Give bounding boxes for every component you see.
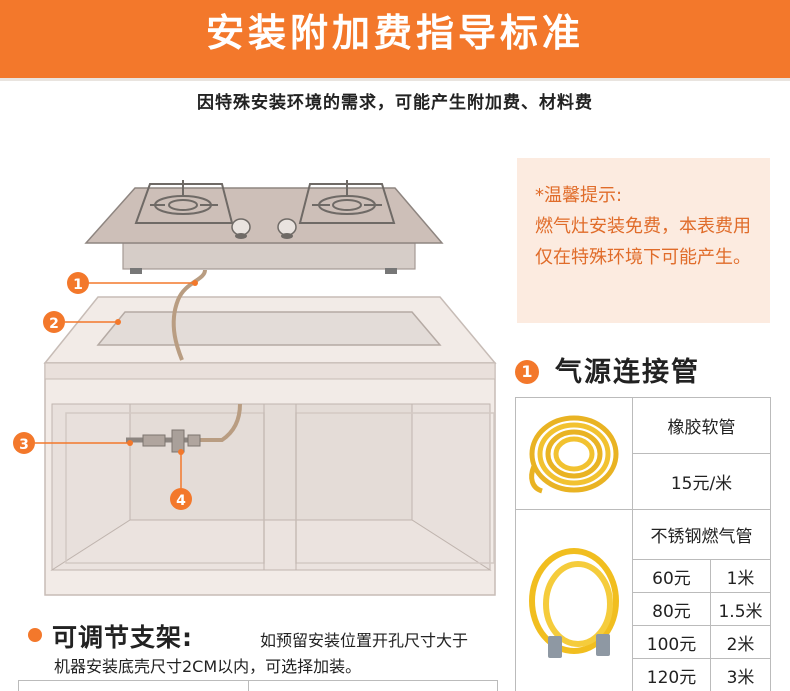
marker-1: 1 (67, 272, 89, 294)
rubber-hose-icon (529, 415, 619, 494)
stand-table-top (18, 680, 498, 691)
tip-box: *温馨提示: 燃气灶安装免费，本表费用仅在特殊环境下可能产生。 (517, 158, 770, 323)
rubber-hose-image-cell (515, 398, 632, 510)
pricing-table: 橡胶软管 15元/米 不锈钢燃气管 60元 1米 80元 1.5米 100元 2… (515, 397, 771, 691)
gas-stove (84, 180, 444, 274)
marker-3: 3 (13, 432, 35, 454)
steel-hose-image-cell (515, 510, 632, 691)
header-banner: 安装附加费指导标准 (0, 0, 790, 81)
marker-2: 2 (43, 311, 65, 333)
bullet-icon (28, 628, 42, 642)
tip-text: *温馨提示: 燃气灶安装免费，本表费用仅在特殊环境下可能产生。 (535, 180, 760, 273)
gas-hose (171, 269, 207, 361)
svg-text:3: 3 (19, 437, 29, 453)
steel-price-1: 60元 (632, 560, 710, 593)
section-number: 1 (515, 360, 539, 384)
steel-hose-name: 不锈钢燃气管 (632, 510, 771, 560)
tip-label: *温馨提示: (535, 185, 623, 206)
gas-valve (126, 429, 201, 453)
rubber-hose-price: 15元/米 (632, 454, 771, 510)
section-title: 气源连接管 (555, 357, 700, 388)
steel-price-2: 80元 (632, 593, 710, 626)
stand-desc-line2: 机器安装底壳尺寸2CM以内，可选择加装。 (54, 657, 362, 676)
svg-text:1: 1 (73, 277, 83, 293)
steel-length-4: 3米 (710, 659, 771, 691)
tip-body: 燃气灶安装免费，本表费用仅在特殊环境下可能产生。 (535, 216, 751, 268)
marker-4: 4 (170, 488, 192, 510)
page-title: 安装附加费指导标准 (205, 11, 584, 55)
cabinet (43, 296, 497, 596)
svg-text:2: 2 (49, 316, 59, 332)
steel-price-3: 100元 (632, 626, 710, 659)
steel-length-1: 1米 (710, 560, 771, 593)
steel-length-2: 1.5米 (710, 593, 771, 626)
steel-length-3: 2米 (710, 626, 771, 659)
banner-shadow (0, 78, 790, 81)
installation-diagram: 1 2 3 4 (13, 180, 497, 596)
svg-text:4: 4 (176, 493, 186, 509)
stand-desc-line1: 如预留安装位置开孔尺寸大于 (260, 631, 469, 650)
table-divider (248, 681, 249, 691)
page-subtitle: 因特殊安装环境的需求，可能产生附加费、材料费 (197, 93, 593, 113)
rubber-hose-name: 橡胶软管 (632, 398, 771, 454)
gas-pipe (200, 403, 242, 442)
steel-price-4: 120元 (632, 659, 710, 691)
steel-hose-icon (528, 547, 619, 658)
stand-title: 可调节支架: (52, 623, 194, 652)
